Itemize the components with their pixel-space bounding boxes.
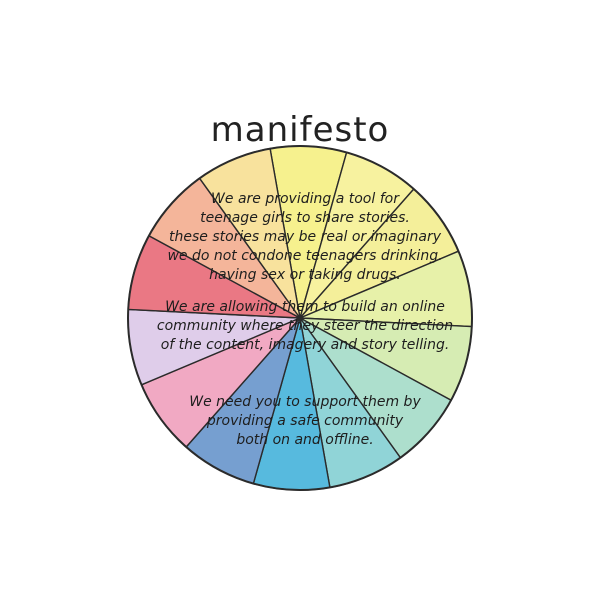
paragraph-line: teenage girls to share stories.	[200, 210, 410, 226]
paragraph-line: providing a safe community	[206, 413, 404, 429]
paragraph-online-community: We are allowing them to build an online …	[140, 298, 470, 355]
paragraph-line: these stories may be real or imaginary	[168, 229, 442, 245]
paragraph-line: community where they steer the direction	[156, 318, 454, 334]
paragraph-line: We are allowing them to build an online	[165, 299, 445, 315]
paragraph-tool-for-girls: We are providing a tool for teenage girl…	[150, 190, 460, 285]
paragraph-line: we do not condone teenagers drinking.	[167, 248, 443, 264]
paragraph-support: We need you to support them by providing…	[160, 393, 450, 450]
paragraph-line: of the content, imagery and story tellin…	[160, 337, 450, 353]
title-heading: manifesto	[210, 110, 390, 150]
paragraph-line: We need you to support them by	[189, 394, 421, 410]
paragraph-line: We are providing a tool for	[211, 191, 399, 207]
paragraph-line: both on and offline.	[236, 432, 374, 448]
paragraph-line: having sex or taking drugs.	[209, 267, 401, 283]
